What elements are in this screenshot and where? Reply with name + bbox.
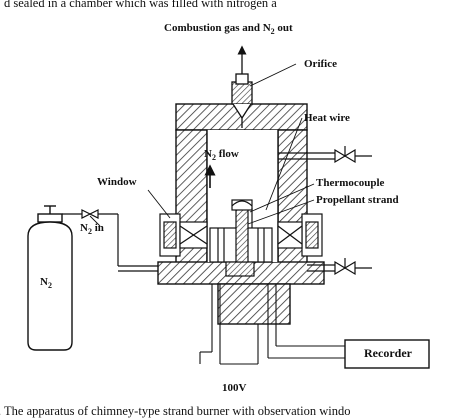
n2-inlet-line [62,209,158,272]
label-thermocouple: Thermocouple [316,177,385,189]
label-window: Window [97,176,137,188]
label-heat-wire: Heat wire [304,112,350,124]
window-right [277,213,323,257]
heat-wire-pipe [278,146,372,164]
label-propellant-strand: Propellant strand [316,194,399,206]
label-n2-in: N2 in [80,222,104,237]
label-recorder: Recorder [364,346,412,360]
leader-lines [89,63,315,227]
window-left [159,213,208,257]
label-orifice: Orifice [304,58,337,70]
label-gas-out: Combustion gas and N2 out [164,22,293,37]
caption-top: d sealed in a chamber which was filled w… [4,0,277,10]
recorder-box [344,339,430,369]
lower-right-line [307,258,372,276]
label-n2-flow: N2 flow [204,148,239,163]
chamber-walls [157,103,325,325]
label-cylinder-n2: N2 [40,276,52,291]
strand-holder [209,199,273,277]
orifice-fitting [231,45,253,128]
label-100v: 100V [222,382,247,394]
n2-cylinder [27,205,73,351]
lead-wires [199,284,345,365]
caption-bottom: . The apparatus of chimney-type strand b… [0,404,351,418]
